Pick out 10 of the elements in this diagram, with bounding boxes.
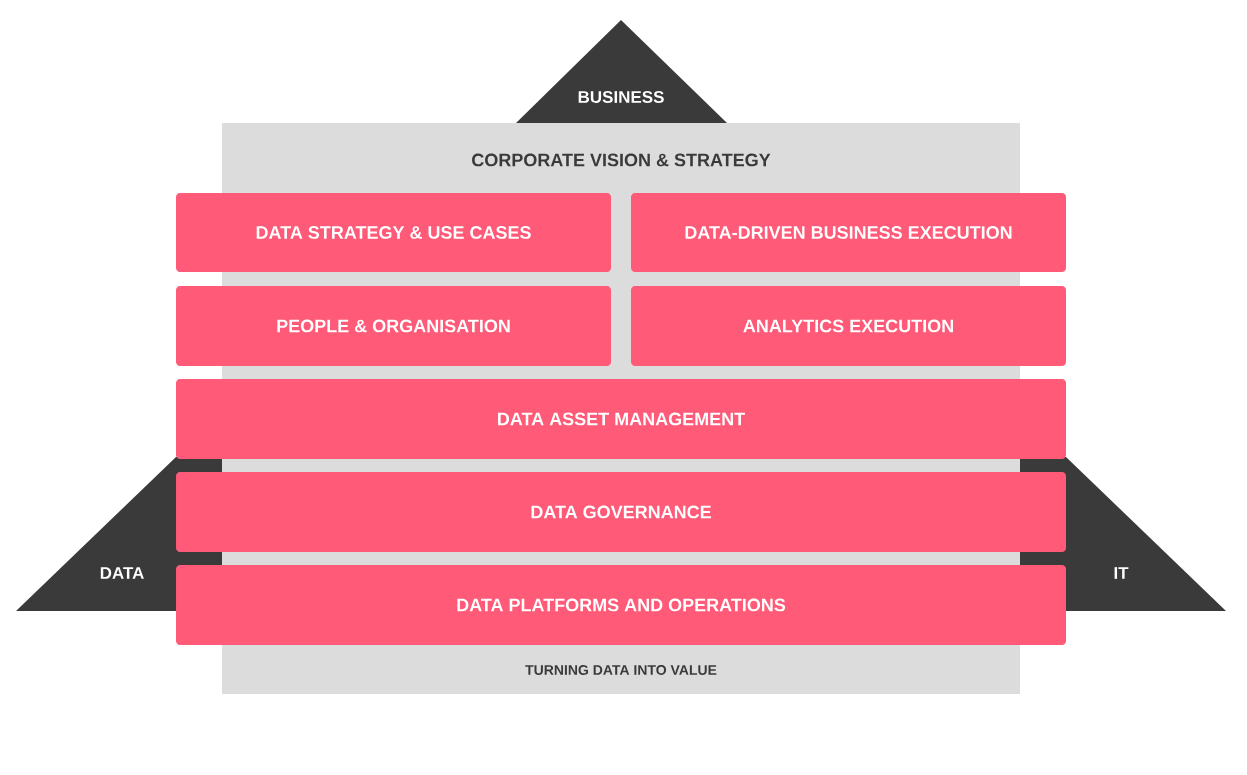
pillar-box: DATA STRATEGY & USE CASES — [176, 193, 611, 272]
pillar-box: DATA-DRIVEN BUSINESS EXECUTION — [631, 193, 1066, 272]
panel-footer: TURNING DATA INTO VALUE — [525, 665, 717, 675]
pillar-box: DATA GOVERNANCE — [176, 472, 1066, 552]
pillar-box: DATA PLATFORMS AND OPERATIONS — [176, 565, 1066, 645]
pillar-box: ANALYTICS EXECUTION — [631, 286, 1066, 366]
triangle: BUSINESS — [516, 20, 727, 123]
pillar-box: PEOPLE & ORGANISATION — [176, 286, 611, 366]
pillar-box: DATA ASSET MANAGEMENT — [176, 379, 1066, 459]
panel-title: CORPORATE VISION & STRATEGY — [472, 153, 771, 167]
